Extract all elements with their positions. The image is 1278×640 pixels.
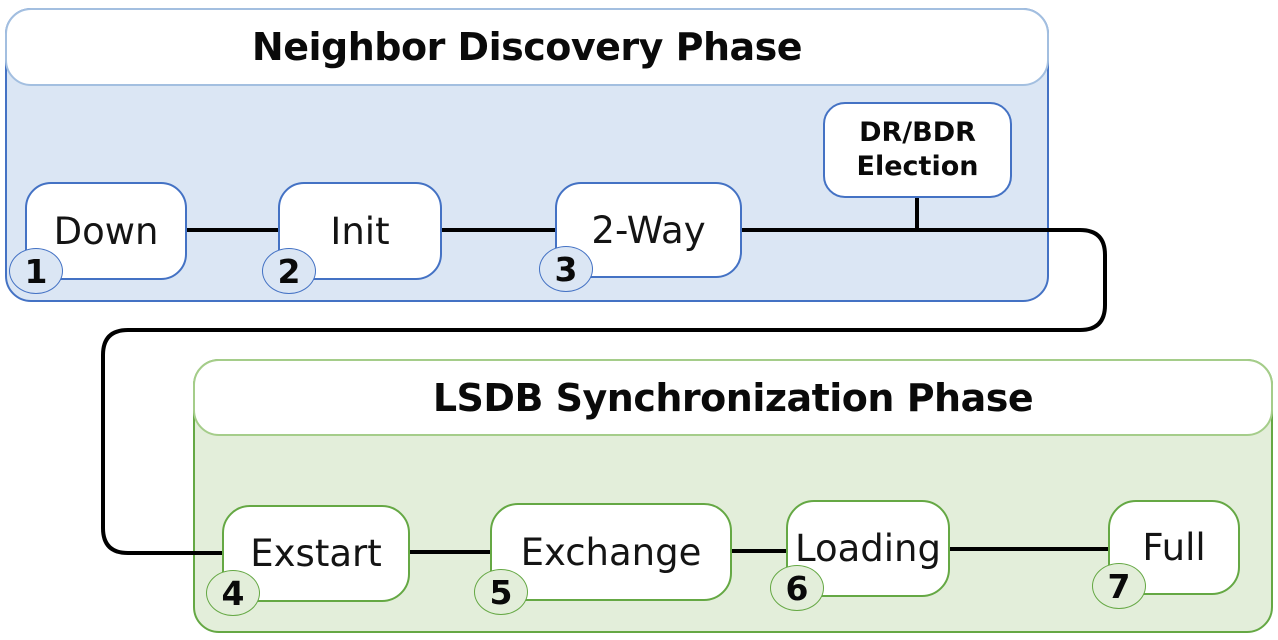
state-number-badge-1: 1 bbox=[9, 248, 63, 294]
state-number-badge-7: 7 bbox=[1092, 563, 1146, 609]
state-label-full: Full bbox=[1142, 526, 1206, 569]
state-label-2way: 2-Way bbox=[591, 208, 706, 252]
state-box-exstart: Exstart 4 bbox=[206, 505, 410, 616]
state-number-badge-5: 5 bbox=[474, 569, 528, 615]
state-box-init: Init 2 bbox=[262, 182, 442, 294]
state-box-loading: Loading 6 bbox=[770, 500, 950, 611]
state-number-badge-3: 3 bbox=[539, 246, 593, 292]
state-box-down: Down 1 bbox=[9, 182, 187, 294]
state-box-2way: 2-Way 3 bbox=[539, 182, 742, 292]
state-box-full: Full 7 bbox=[1092, 500, 1240, 609]
state-label-exchange: Exchange bbox=[520, 530, 702, 574]
state-label-down: Down bbox=[53, 209, 159, 253]
connector-2way-exstart bbox=[101, 228, 1107, 555]
dr-bdr-election-box: DR/BDR Election bbox=[823, 102, 1012, 198]
neighbor-discovery-phase-title: Neighbor Discovery Phase bbox=[5, 8, 1049, 86]
state-label-exstart: Exstart bbox=[250, 532, 382, 575]
state-label-loading: Loading bbox=[795, 527, 941, 570]
state-number-badge-6: 6 bbox=[770, 565, 824, 611]
state-number-badge-4: 4 bbox=[206, 570, 260, 616]
lsdb-sync-phase-title: LSDB Synchronization Phase bbox=[193, 359, 1273, 436]
state-label-init: Init bbox=[330, 209, 390, 253]
state-box-exchange: Exchange 5 bbox=[474, 503, 732, 615]
state-number-badge-2: 2 bbox=[262, 248, 316, 294]
